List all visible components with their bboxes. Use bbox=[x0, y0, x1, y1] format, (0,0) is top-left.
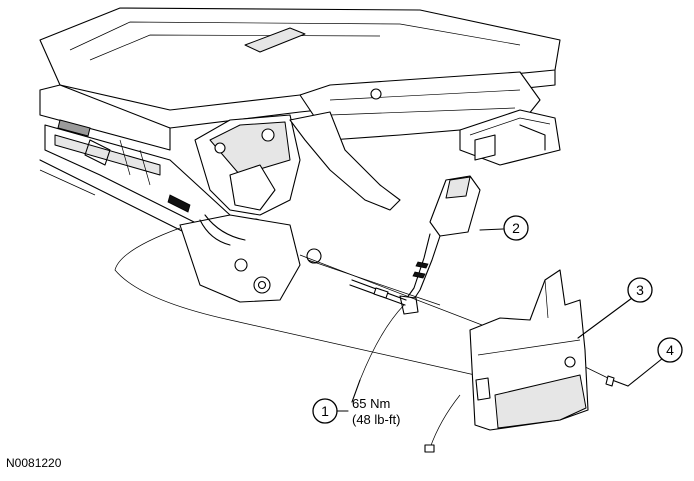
cushion-slot bbox=[244, 27, 306, 53]
seat-trim-cover bbox=[469, 269, 589, 431]
callout-4: 4 bbox=[627, 337, 683, 387]
seat-frame-assembly bbox=[39, 7, 561, 303]
callout-1: 1 65 Nm (48 lb-ft) bbox=[312, 379, 400, 427]
svg-text:3: 3 bbox=[636, 282, 644, 298]
torque-value-imperial: (48 lb-ft) bbox=[352, 412, 400, 427]
figure-id: N0081220 bbox=[6, 456, 62, 470]
callout-2: 2 bbox=[479, 215, 529, 241]
svg-text:2: 2 bbox=[512, 220, 520, 236]
svg-text:1: 1 bbox=[321, 403, 329, 419]
torque-value: 65 Nm bbox=[352, 396, 390, 411]
seatbelt-buckle bbox=[399, 175, 481, 315]
trim-screw bbox=[424, 375, 629, 453]
callout-3: 3 bbox=[577, 277, 653, 339]
svg-text:4: 4 bbox=[666, 342, 674, 358]
alignment-lines bbox=[114, 227, 613, 449]
buckle-bolt bbox=[349, 279, 407, 306]
